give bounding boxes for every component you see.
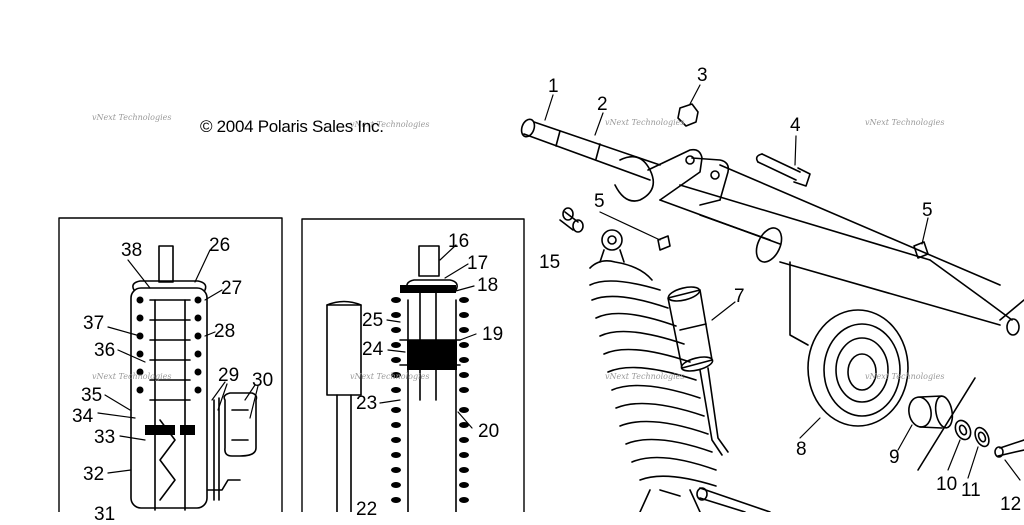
watermark: vNext Technologies	[865, 372, 945, 381]
part-bolt	[755, 153, 811, 187]
inset-box-middle	[301, 218, 525, 512]
callout-38: 38	[121, 240, 143, 261]
callout-4: 4	[790, 115, 801, 136]
callout-17: 17	[467, 253, 489, 274]
callout-9: 9	[889, 447, 900, 468]
callout-25: 25	[362, 310, 384, 331]
callout-8: 8	[796, 439, 807, 460]
shock-cutaway-left	[130, 245, 258, 511]
watermark: vNext Technologies	[92, 372, 172, 381]
callout-33: 33	[94, 427, 116, 448]
callout-2: 2	[597, 94, 608, 115]
watermark: vNext Technologies	[865, 118, 945, 127]
part-bearing	[908, 395, 954, 429]
inset-box-left	[58, 217, 283, 512]
spring-coils-left	[136, 296, 202, 435]
watermark: vNext Technologies	[350, 372, 430, 381]
part-set-screw-b	[913, 241, 929, 259]
part-nut	[677, 103, 699, 127]
watermark: vNext Technologies	[350, 120, 430, 129]
part-reservoir	[667, 286, 729, 456]
callout-37: 37	[83, 313, 105, 334]
callout-28: 28	[214, 321, 236, 342]
callout-3: 3	[697, 65, 708, 86]
callout-23: 23	[356, 393, 378, 414]
callout-31: 31	[94, 504, 116, 525]
part-wheel	[789, 261, 909, 427]
callout-35: 35	[81, 385, 103, 406]
callout-16: 16	[448, 231, 470, 252]
main-shock	[589, 229, 717, 512]
diagram-drawing	[58, 84, 1024, 512]
callout-5a: 5	[594, 191, 605, 212]
copyright-notice: © 2004 Polaris Sales Inc.	[200, 117, 384, 136]
callout-26: 26	[209, 235, 231, 256]
axis-line	[917, 377, 976, 471]
callout-22: 22	[356, 499, 378, 520]
watermark: vNext Technologies	[605, 372, 685, 381]
callout-19: 19	[482, 324, 504, 345]
callout-29: 29	[218, 365, 240, 386]
suspension-arm	[520, 118, 1024, 336]
callout-5b: 5	[922, 200, 933, 221]
spring-coils-middle	[391, 285, 469, 503]
callout-20: 20	[478, 421, 500, 442]
callout-12: 12	[1000, 494, 1022, 515]
callout-15: 15	[539, 252, 561, 273]
lower-rod	[699, 487, 771, 512]
part-washer-a	[954, 419, 972, 441]
leader-lines	[97, 84, 1021, 481]
callout-24: 24	[362, 339, 384, 360]
callout-36: 36	[94, 340, 116, 361]
callout-30: 30	[252, 370, 274, 391]
part-washer-b	[974, 426, 990, 448]
callout-27: 27	[221, 278, 243, 299]
callout-32: 32	[83, 464, 105, 485]
callout-1: 1	[548, 76, 559, 97]
part-set-screw-a	[657, 235, 671, 251]
watermark: vNext Technologies	[92, 113, 172, 122]
callout-11: 11	[961, 480, 981, 501]
callout-18: 18	[477, 275, 499, 296]
watermark: vNext Technologies	[605, 118, 685, 127]
parts-diagram: vNext Technologies vNext Technologies vN…	[58, 65, 1024, 524]
callout-34: 34	[72, 406, 94, 427]
part-bushing	[559, 207, 584, 233]
callout-10: 10	[936, 474, 958, 495]
callout-7: 7	[734, 286, 745, 307]
